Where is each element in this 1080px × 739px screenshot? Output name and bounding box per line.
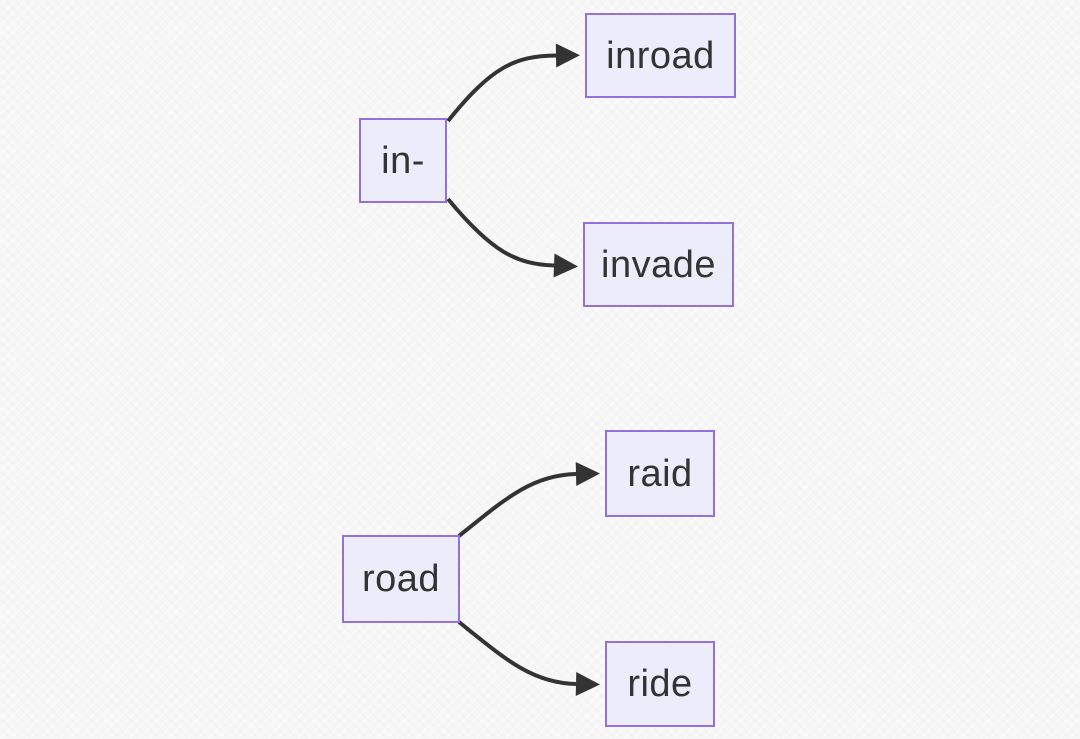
node-in-prefix-label: in- <box>381 139 425 182</box>
edge-road-to-ride <box>457 620 600 696</box>
node-in-prefix: in- <box>359 118 447 203</box>
node-ride-label: ride <box>627 663 693 705</box>
node-ride: ride <box>605 641 715 727</box>
node-inroad-label: inroad <box>606 34 715 77</box>
node-invade: invade <box>583 222 734 307</box>
edge-road-to-raid <box>457 462 600 538</box>
node-road-label: road <box>361 558 441 600</box>
edge-in-to-inroad <box>446 43 580 123</box>
node-road: road <box>342 535 460 623</box>
node-raid-label: raid <box>627 452 693 495</box>
node-invade-label: invade <box>601 243 716 286</box>
edge-in-to-invade <box>446 197 578 278</box>
node-raid: raid <box>605 430 715 517</box>
node-inroad: inroad <box>585 13 736 98</box>
